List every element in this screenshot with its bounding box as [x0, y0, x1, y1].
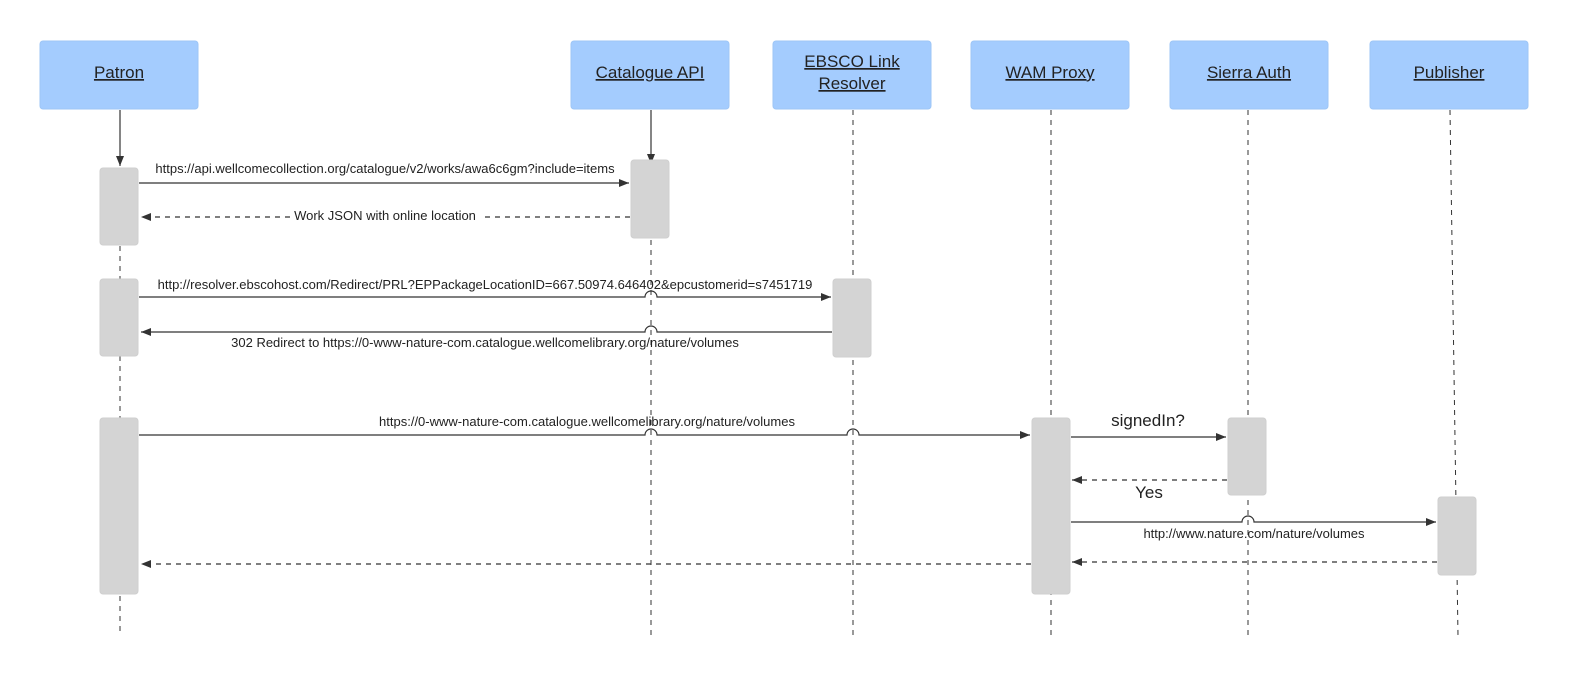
message-label: https://api.wellcomecollection.org/catal…	[155, 161, 615, 176]
message-catalogue-request: https://api.wellcomecollection.org/catal…	[139, 161, 629, 187]
activation-patron-2	[99, 278, 139, 357]
participant-label: Sierra Auth	[1207, 63, 1291, 82]
participant-ebsco-link-resolver: EBSCO Link Resolver	[772, 40, 932, 110]
activation-patron-3	[99, 417, 139, 595]
participant-label-line-1: EBSCO Link	[804, 52, 900, 71]
message-auth-request: signedIn?	[1071, 411, 1226, 441]
message-publisher-request: http://www.nature.com/nature/volumes	[1071, 515, 1436, 541]
activation-catalogue	[630, 159, 670, 239]
participant-patron: Patron	[39, 40, 199, 110]
message-auth-response: Yes	[1072, 476, 1227, 502]
lifeline-publisher	[1449, 109, 1459, 637]
activations	[99, 159, 1477, 595]
message-label: Work JSON with online location	[294, 208, 476, 223]
participant-publisher: Publisher	[1369, 40, 1529, 110]
message-catalogue-response: Work JSON with online location	[141, 208, 630, 224]
message-label: signedIn?	[1111, 411, 1185, 430]
activation-ebsco	[832, 278, 872, 358]
activation-sierra	[1227, 417, 1267, 496]
message-label: https://0-www-nature-com.catalogue.wellc…	[379, 414, 795, 429]
lifelines	[116, 109, 1459, 637]
participant-sierra-auth: Sierra Auth	[1169, 40, 1329, 110]
participant-catalogue-api: Catalogue API	[570, 40, 730, 110]
participant-label: WAM Proxy	[1005, 63, 1095, 82]
message-proxy-request: https://0-www-nature-com.catalogue.wellc…	[139, 414, 1030, 439]
participant-label: Catalogue API	[596, 63, 705, 82]
activation-patron-1	[99, 167, 139, 246]
message-label: http://www.nature.com/nature/volumes	[1143, 526, 1365, 541]
participant-label: Publisher	[1414, 63, 1485, 82]
activation-publisher	[1437, 496, 1477, 576]
message-label: http://resolver.ebscohost.com/Redirect/P…	[158, 277, 813, 292]
participant-wam-proxy: WAM Proxy	[970, 40, 1130, 110]
message-resolver-request: http://resolver.ebscohost.com/Redirect/P…	[139, 277, 831, 301]
participant-label-line-2: Resolver	[818, 74, 885, 93]
participant-label: Patron	[94, 63, 144, 82]
message-resolver-response: 302 Redirect to https://0-www-nature-com…	[141, 325, 832, 350]
activation-wam	[1031, 417, 1071, 595]
message-label: 302 Redirect to https://0-www-nature-com…	[231, 335, 739, 350]
message-label: Yes	[1135, 483, 1163, 502]
